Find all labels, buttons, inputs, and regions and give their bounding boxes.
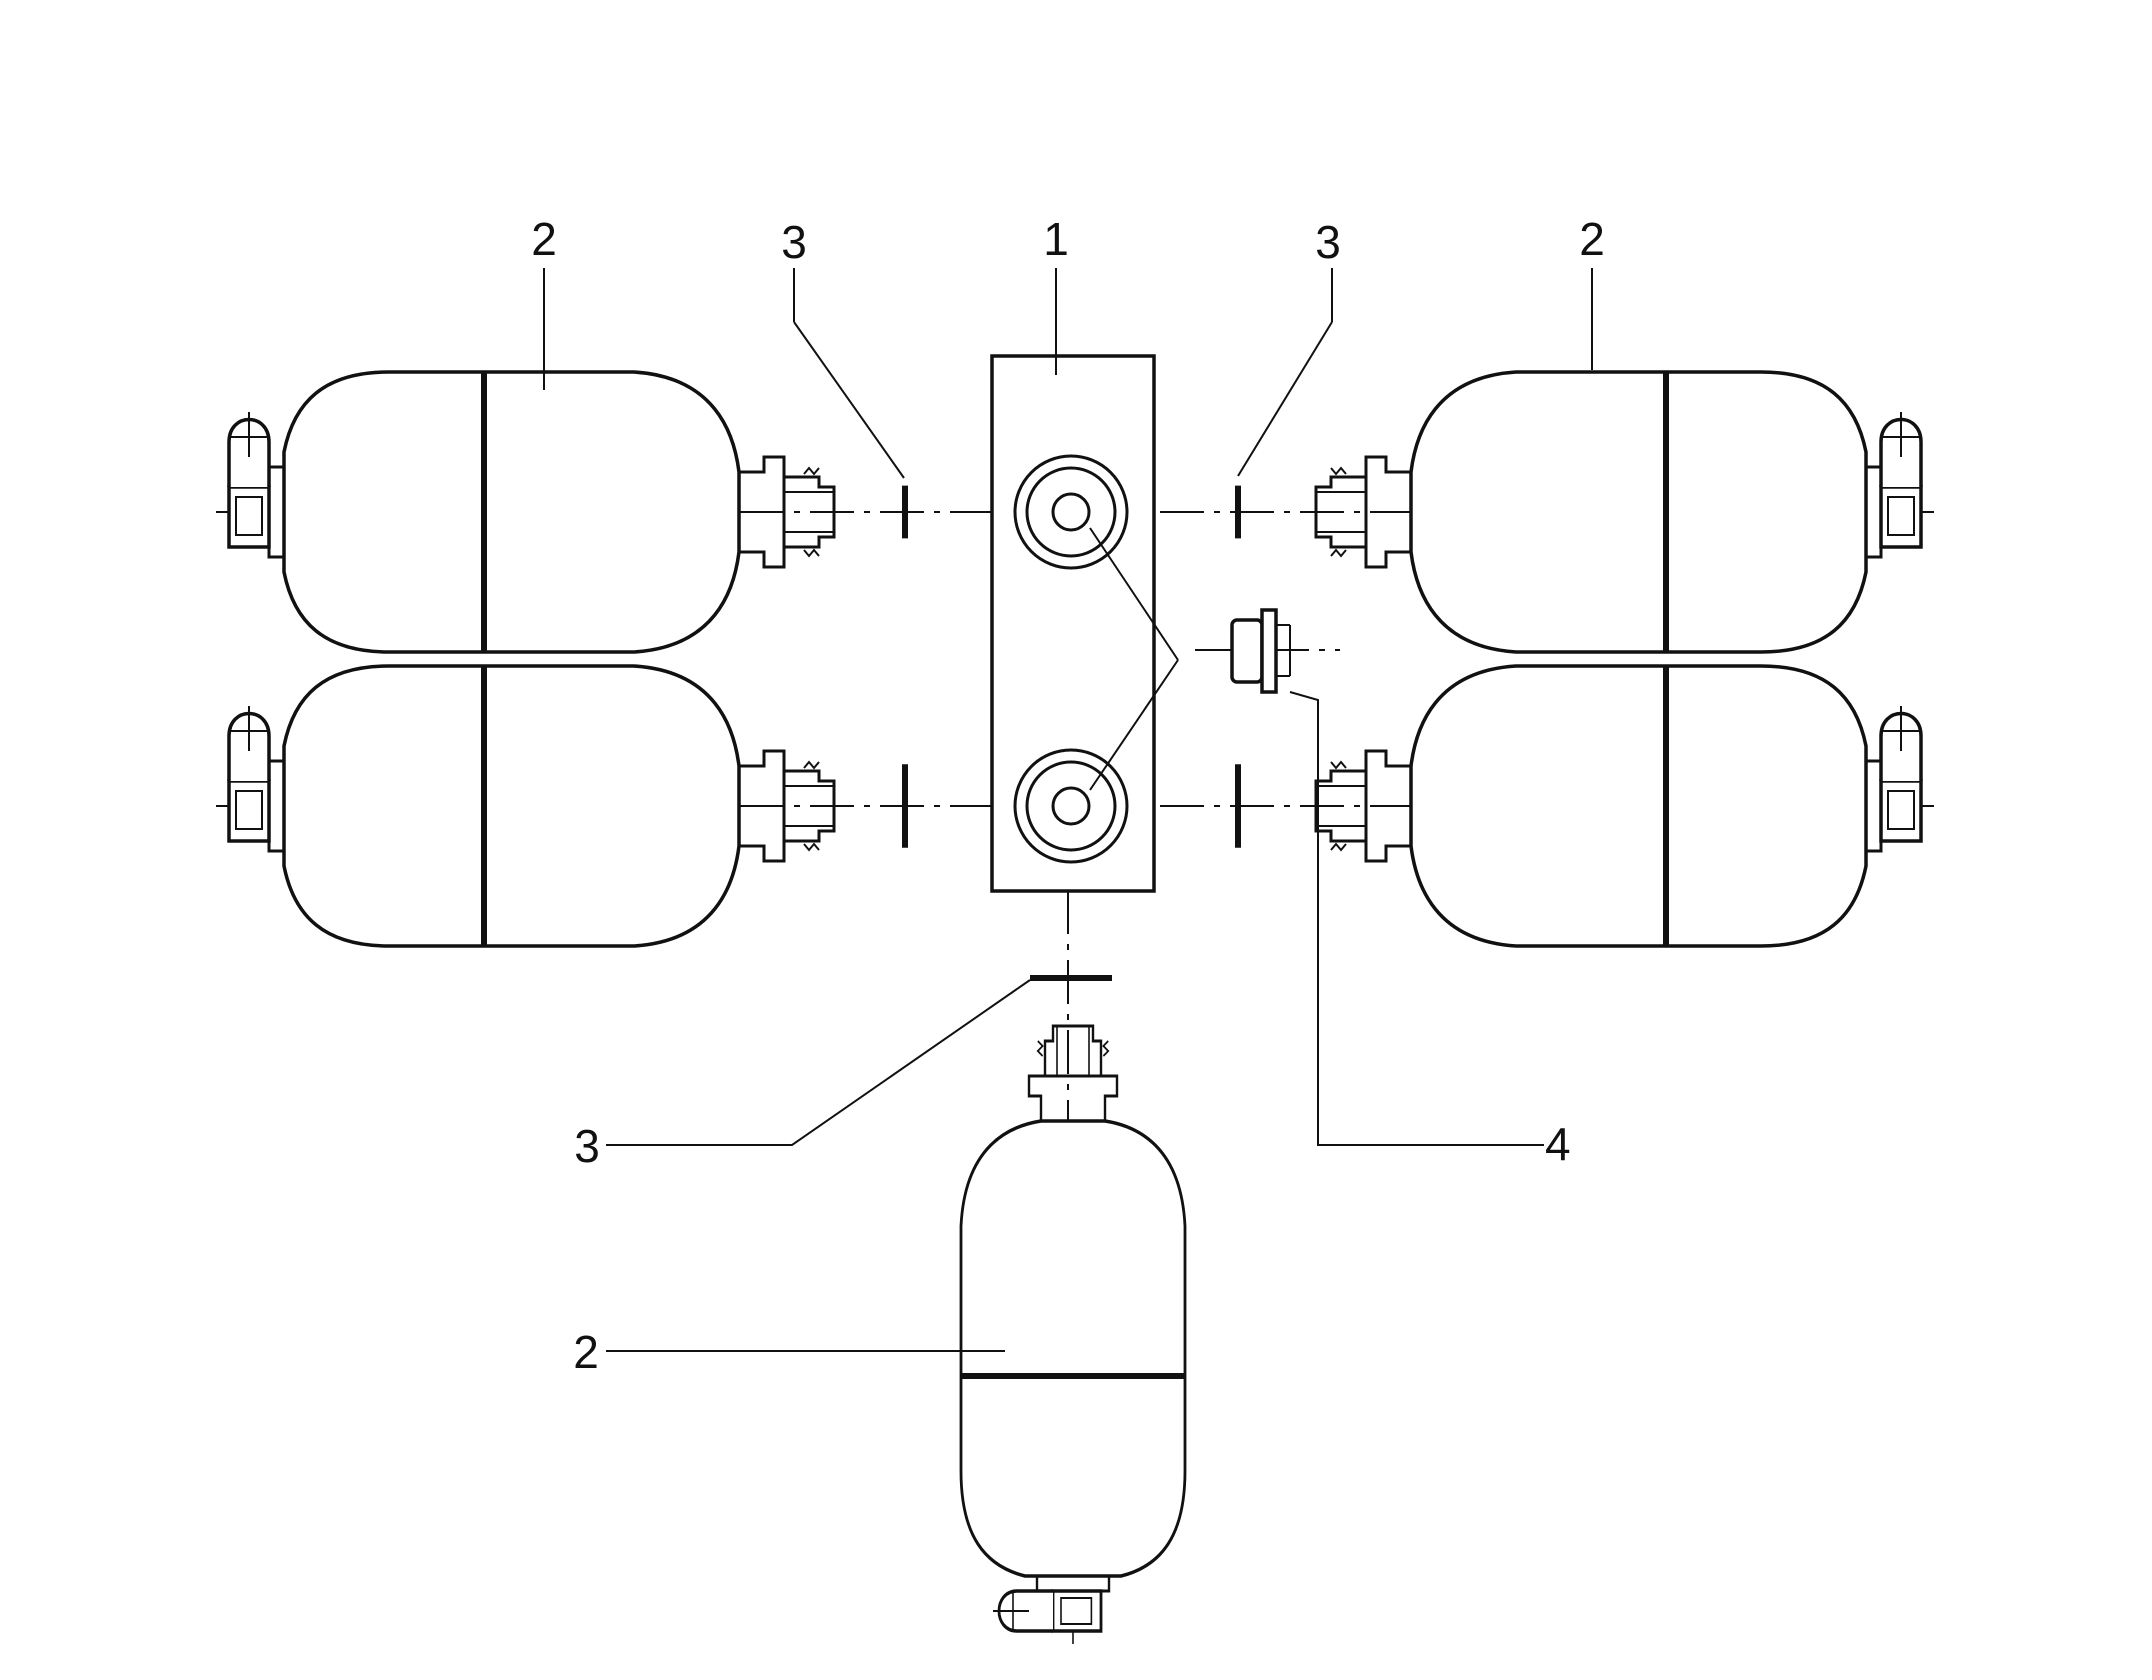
- callout-3-upper-right: 3: [1315, 216, 1341, 268]
- callout-3-bottom: 3: [574, 1120, 600, 1172]
- callout-2-bottom: 2: [573, 1326, 599, 1378]
- accumulator-bottom: [961, 1026, 1185, 1644]
- callout-4: 4: [1545, 1118, 1571, 1170]
- plug: [1230, 608, 1291, 694]
- callout-1: 1: [1043, 213, 1069, 265]
- callout-2-upper-right: 2: [1579, 213, 1605, 265]
- callout-3-upper-left: 3: [781, 216, 807, 268]
- leader-lines: [543, 268, 1593, 1352]
- callout-2-upper-left: 2: [531, 213, 557, 265]
- manifold-block: [990, 354, 1156, 893]
- callout-labels: 2 3 1 3 2 3 4 2: [531, 213, 1605, 1378]
